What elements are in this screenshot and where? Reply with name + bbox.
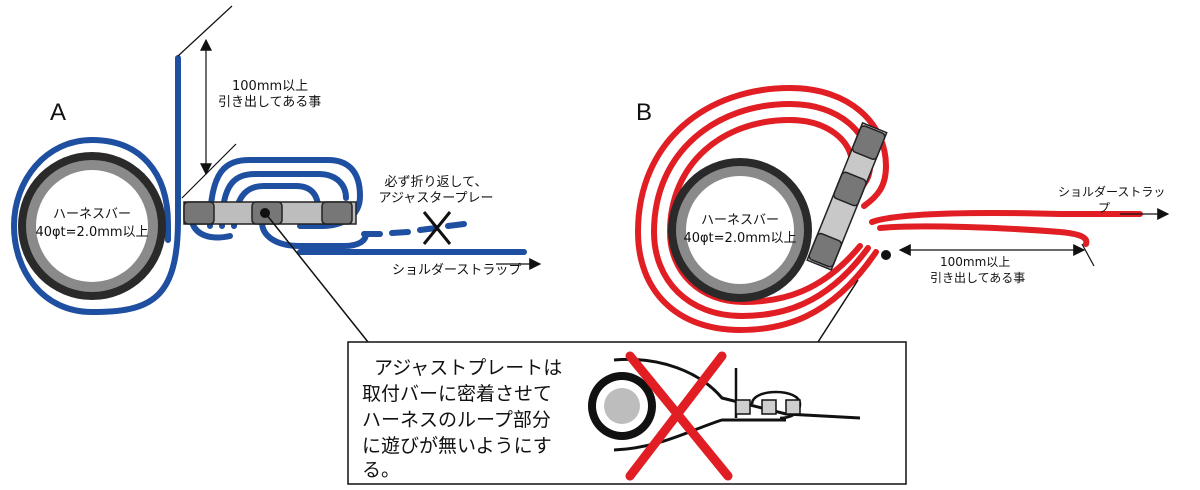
bar-b-label: ハーネスバー	[701, 213, 779, 228]
detail-box: アジャストプレートは 取付バーに密着させて ハーネスのループ部分 に遊びが無いよ…	[347, 341, 907, 485]
diagram-b: B ハーネスバー 40φt=2.0mm以上 ショルダーストラッ プ	[635, 85, 1170, 343]
harness-bar-a: ハーネスバー 40φt=2.0mm以上	[18, 152, 166, 300]
warn-line1: 必ず折り返して、	[385, 175, 488, 190]
strap-b-line2: プ	[1098, 201, 1110, 215]
pull-b-line1: 100mm以上	[940, 255, 1010, 269]
adjuster-plate-b	[806, 121, 888, 271]
pull-b-tick	[1081, 243, 1095, 267]
diagram-b-label: B	[636, 99, 652, 126]
note-line-3: ハーネスのループ部分	[362, 409, 551, 431]
bar-a-spec: 40φt=2.0mm以上	[35, 225, 148, 240]
bar-b-spec: 40φt=2.0mm以上	[683, 231, 796, 246]
pull-b-line2: 引き出してある事	[930, 271, 1025, 285]
pull-dimension-a	[177, 5, 237, 199]
harness-bar-b: ハーネスバー 40φt=2.0mm以上	[668, 158, 812, 302]
blue-strap	[11, 55, 527, 315]
note-line-5: る。	[362, 459, 400, 481]
bar-a-label: ハーネスバー	[53, 207, 131, 222]
adjuster-plate-a	[183, 201, 357, 225]
strap-a-label: ショルダーストラップ	[392, 263, 521, 278]
pull-a-line2: 引き出してある事	[218, 95, 321, 110]
strap-b-line1: ショルダーストラッ	[1058, 184, 1165, 199]
warn-line2: アジャスタープレー	[378, 191, 493, 206]
pull-a-line1: 100mm以上	[232, 79, 308, 94]
diagram-a-label: A	[50, 99, 66, 126]
note-line-2: 取付バーに密着させて	[362, 383, 552, 405]
note-line-4: に遊びが無いようにす	[362, 435, 552, 457]
note-line-1: アジャストプレートは	[374, 357, 562, 379]
diagram-a: A ハーネスバー 40φt=2.0mm以上	[11, 5, 542, 343]
x-mark-icon	[422, 211, 452, 245]
leader-b	[817, 279, 859, 343]
plate-b-pin	[881, 250, 891, 260]
wrong-example	[588, 357, 861, 452]
wrong-x-icon	[625, 351, 733, 481]
leader-a	[265, 213, 369, 343]
